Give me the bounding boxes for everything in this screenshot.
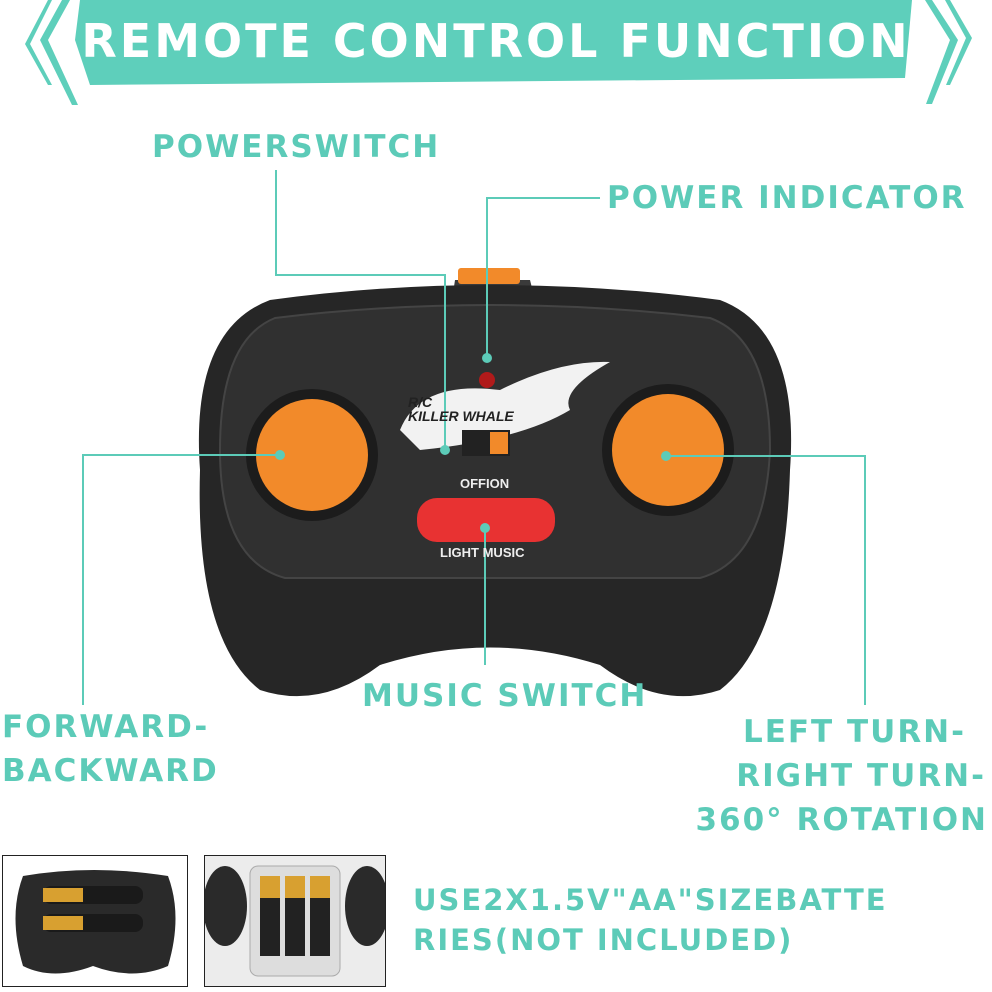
title-banner — [25, 0, 972, 105]
power-indicator-led — [479, 372, 495, 388]
label-line: 360° ROTATION — [695, 802, 988, 838]
remote-battery-compartment-image — [2, 855, 188, 987]
toy-battery-compartment-image — [204, 855, 386, 987]
turn-joystick — [612, 394, 724, 506]
switch-label: OFFION — [460, 476, 510, 491]
battery-note-line: RIES(NOT INCLUDED) — [413, 923, 794, 957]
light-music-button — [417, 498, 555, 542]
label-line: RIGHT TURN- — [736, 758, 986, 794]
battery-icon — [43, 916, 83, 930]
logo-line-1: R/C — [408, 394, 433, 410]
label-line: BACKWARD — [2, 753, 219, 789]
label-power-switch: POWERSWITCH — [152, 129, 441, 165]
page-title: REMOTE CONTROL FUNCTION — [81, 14, 911, 68]
label-power-indicator: POWER INDICATOR — [607, 180, 967, 216]
forward-backward-joystick — [256, 399, 368, 511]
button-label: LIGHT MUSIC — [440, 545, 525, 560]
battery-note-line: USE2X1.5V"AA"SIZEBATTE — [413, 883, 888, 917]
power-switch — [490, 432, 508, 454]
label-music-switch: MUSIC SWITCH — [362, 678, 648, 714]
battery-icon — [43, 888, 83, 902]
label-turn: LEFT TURN- RIGHT TURN- 360° ROTATION — [695, 710, 988, 842]
logo-line-2: KILLER WHALE — [408, 408, 514, 424]
logo-text: R/C KILLER WHALE — [408, 395, 514, 423]
label-forward-backward: FORWARD- BACKWARD — [2, 705, 219, 793]
power-switch-top — [458, 268, 520, 284]
label-line: FORWARD- — [2, 709, 210, 745]
label-line: LEFT TURN- — [742, 714, 966, 750]
battery-note: USE2X1.5V"AA"SIZEBATTE RIES(NOT INCLUDED… — [413, 880, 888, 960]
